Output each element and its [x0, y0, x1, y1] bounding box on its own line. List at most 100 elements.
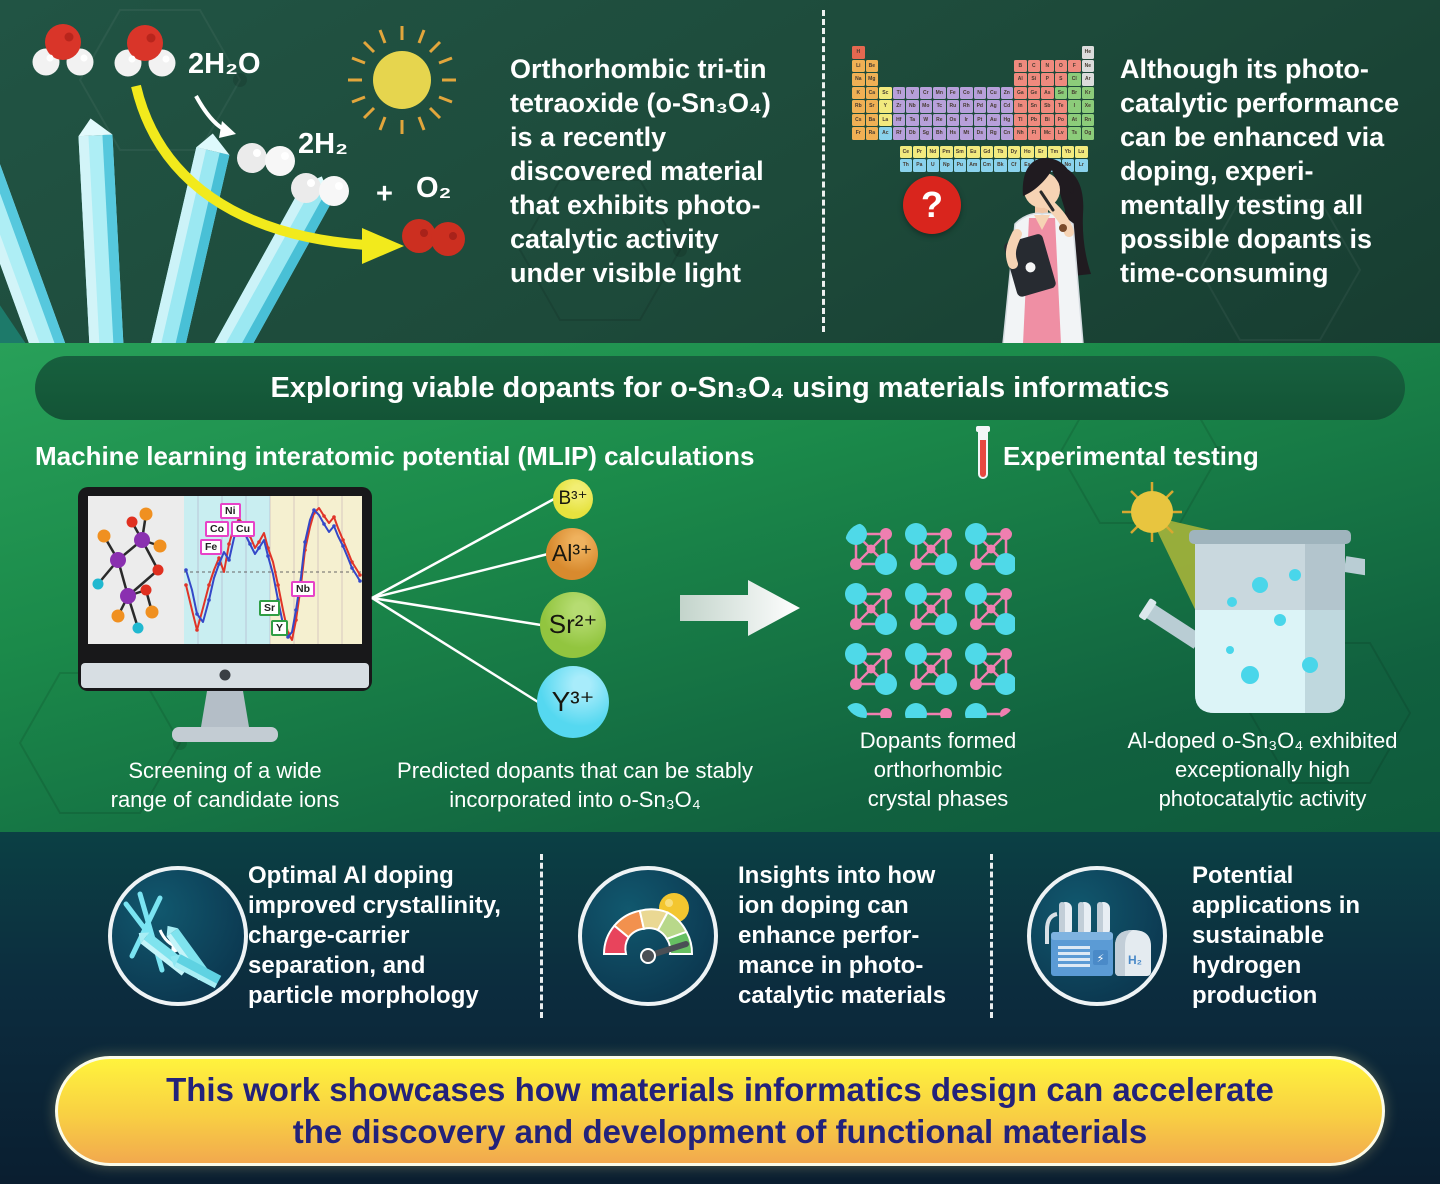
pt-element-K: K: [852, 86, 865, 100]
pt-element-Co: Co: [960, 86, 973, 100]
hydrogen-molecule: [291, 173, 349, 206]
pt-element-Nb: Nb: [906, 100, 919, 113]
outcome-icon-performance: [578, 866, 718, 1006]
hydrogen-plant-icon: ⚡ H₂: [1045, 902, 1151, 976]
pt-element-Er: Er: [1034, 145, 1048, 159]
mlip-heading: Machine learning interatomic potential (…: [35, 441, 755, 471]
beaker-graphic: [1122, 482, 1365, 713]
pt-element-Am: Am: [967, 159, 980, 172]
ion-circle-y: Y³⁺: [537, 666, 609, 738]
pt-element-Be: Be: [865, 59, 879, 73]
hydrogen-molecule: [237, 143, 295, 176]
pt-element-Tb: Tb: [994, 145, 1007, 159]
pt-element-Pa: Pa: [913, 159, 926, 172]
pt-element-Og: Og: [1081, 127, 1095, 140]
crystal-rods: [0, 118, 330, 343]
question-mark: ?: [921, 184, 943, 225]
pt-element-Fl: Fl: [1027, 127, 1041, 140]
plus-sign: +: [376, 178, 393, 210]
pt-element-Pu: Pu: [953, 159, 967, 172]
pt-element-Sb: Sb: [1041, 100, 1054, 113]
pt-element-Fr: Fr: [852, 127, 865, 140]
monitor-caption: Screening of a wide range of candidate i…: [110, 758, 340, 812]
o2-label: O₂: [416, 172, 452, 204]
flow-arrow: [680, 580, 800, 636]
pt-element-Ce: Ce: [899, 145, 913, 159]
section-banner: Exploring viable dopants for o-Sn₃O₄ usi…: [35, 356, 1405, 420]
computer-monitor: [78, 487, 372, 742]
ion-label: Y³⁺: [551, 685, 595, 717]
chip-Co: Co: [205, 521, 229, 537]
chip-Ni: Ni: [220, 503, 241, 519]
pt-element-Po: Po: [1054, 113, 1068, 127]
ion-label: Sr²⁺: [548, 608, 598, 639]
outcome-text-hydrogen: Potential applications in sustainable hy…: [1192, 862, 1361, 1009]
pt-element-Nh: Nh: [1014, 127, 1027, 140]
water-molecule: [114, 25, 176, 77]
pt-element-Ne: Ne: [1081, 59, 1095, 73]
pt-element-F: F: [1068, 59, 1081, 73]
pt-element-B: B: [1014, 59, 1027, 73]
pt-element-Xe: Xe: [1081, 100, 1095, 113]
pt-element-Nd: Nd: [926, 145, 940, 159]
pt-element-Ba: Ba: [865, 113, 879, 127]
pt-element-Ar: Ar: [1081, 73, 1095, 86]
pt-element-Zn: Zn: [1000, 86, 1014, 100]
pt-element-Mc: Mc: [1041, 127, 1054, 140]
pt-element-La: La: [879, 113, 892, 127]
pt-element-Os: Os: [946, 113, 960, 127]
pt-element-S: S: [1054, 73, 1068, 86]
connector-lines: [371, 497, 555, 704]
pt-element-Mn: Mn: [933, 86, 946, 100]
pt-element-Cs: Cs: [852, 113, 865, 127]
intro-left-text: Orthorhombic tri-tin tetraoxide (o-Sn₃O₄…: [510, 54, 771, 288]
pt-element-Si: Si: [1027, 73, 1041, 86]
crystal-lattice: [845, 523, 1015, 718]
crystal-caption: Dopants formed orthorhombic crystal phas…: [859, 728, 1017, 811]
pt-element-Ts: Ts: [1068, 127, 1081, 140]
pt-element-Se: Se: [1054, 86, 1068, 100]
pt-element-C: C: [1027, 59, 1041, 73]
pt-element-Bh: Bh: [933, 127, 946, 140]
pt-element-Pb: Pb: [1027, 113, 1041, 127]
pt-element-Sc: Sc: [879, 86, 892, 100]
top-divider: [822, 10, 825, 332]
pt-element-Cf: Cf: [1007, 159, 1021, 172]
pt-element-V: V: [906, 86, 919, 100]
pt-element-Db: Db: [906, 127, 919, 140]
pt-element-Fe: Fe: [946, 86, 960, 100]
pt-element-Sn: Sn: [1027, 100, 1041, 113]
pt-element-U: U: [926, 159, 940, 172]
pt-element-Al: Al: [1014, 73, 1027, 86]
pt-element-Cl: Cl: [1068, 73, 1081, 86]
pt-element-Rn: Rn: [1081, 113, 1095, 127]
pt-element-Cr: Cr: [919, 86, 933, 100]
molecule-graphic: [92, 507, 167, 634]
yellow-arrow: [131, 84, 367, 250]
pt-element-Lv: Lv: [1054, 127, 1068, 140]
pt-element-Sg: Sg: [919, 127, 933, 140]
beaker-caption: Al-doped o-Sn₃O₄ exhibited exceptionally…: [1127, 728, 1398, 811]
pt-element-Cd: Cd: [1000, 100, 1014, 113]
band-divider: [990, 854, 993, 1018]
pt-element-Re: Re: [933, 113, 946, 127]
sun-icon: [348, 26, 456, 134]
pt-element-P: P: [1041, 73, 1054, 86]
pt-element-Gd: Gd: [980, 145, 994, 159]
pt-element-Mt: Mt: [960, 127, 973, 140]
pt-element-Hg: Hg: [1000, 113, 1014, 127]
pt-element-Ir: Ir: [960, 113, 973, 127]
pt-element-Ru: Ru: [946, 100, 960, 113]
pt-element-Pr: Pr: [913, 145, 926, 159]
pt-element-Ds: Ds: [973, 127, 987, 140]
nanorods-icon: [123, 891, 222, 989]
outcome-text-morphology: Optimal Al doping improved crystallinity…: [248, 862, 501, 1009]
pt-element-Ca: Ca: [865, 86, 879, 100]
pt-element-Br: Br: [1068, 86, 1081, 100]
chip-Fe: Fe: [200, 539, 223, 555]
pt-element-H: H: [852, 46, 865, 59]
gauge-icon: [602, 893, 694, 964]
banner-title: Exploring viable dopants for o-Sn₃O₄ usi…: [270, 371, 1170, 404]
pt-element-Tl: Tl: [1014, 113, 1027, 127]
